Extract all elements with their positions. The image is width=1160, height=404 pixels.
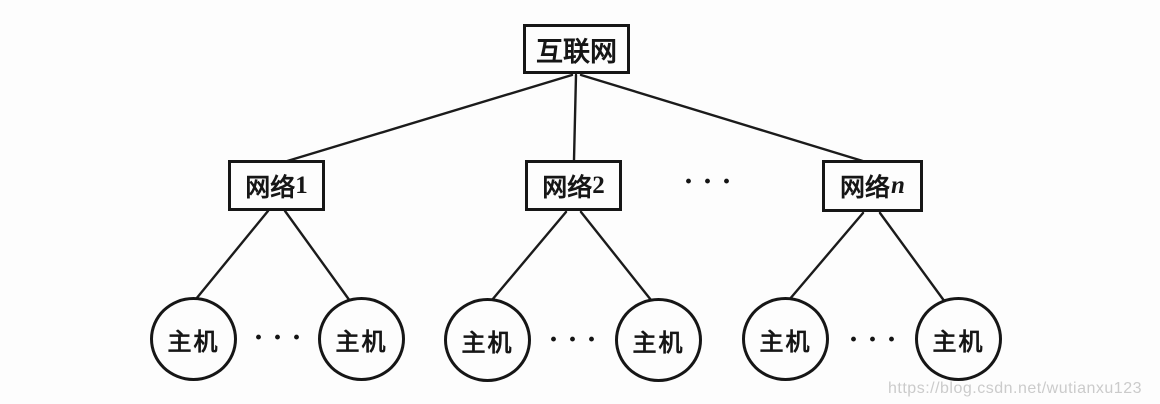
node-network-2-index: 2 [592, 171, 605, 199]
node-network-2-label: 网络 [542, 174, 593, 202]
edge-network1-host1 [194, 209, 270, 301]
edge-internet-network2 [572, 73, 578, 162]
node-host-3-label: 主机 [461, 330, 514, 357]
node-internet: 互联网 [523, 24, 630, 74]
node-host-3: 主机 [444, 298, 531, 382]
edge-network2-host4 [579, 210, 653, 302]
node-internet-label: 互联网 [536, 36, 617, 67]
node-host-6-label: 主机 [932, 329, 985, 356]
node-host-5-label: 主机 [759, 329, 812, 356]
node-network-n-index: n [891, 172, 905, 199]
network-ellipsis: ··· [683, 165, 741, 198]
node-host-6: 主机 [915, 297, 1002, 381]
node-host-1: 主机 [150, 297, 237, 381]
watermark: https://blog.csdn.net/wutianxu123 [888, 380, 1142, 397]
node-host-1-label: 主机 [167, 329, 220, 356]
edge-network1-host2 [283, 209, 352, 303]
node-network-1-index: 1 [295, 171, 308, 199]
node-network-n-label: 网络 [840, 175, 891, 202]
host-ellipsis-2: ··· [548, 323, 606, 356]
edge-internet-networkn [579, 73, 868, 164]
node-host-2: 主机 [318, 297, 405, 381]
edge-network2-host3 [490, 210, 568, 302]
node-host-5: 主机 [742, 297, 829, 381]
node-network-1-label: 网络 [245, 174, 296, 202]
node-host-4-label: 主机 [632, 330, 685, 357]
host-ellipsis-3: ··· [848, 323, 906, 356]
edge-networkn-host6 [878, 211, 947, 304]
edge-internet-network1 [282, 73, 574, 164]
node-host-2-label: 主机 [335, 329, 388, 356]
edge-networkn-host5 [787, 211, 865, 302]
host-ellipsis-1: ··· [253, 321, 311, 354]
node-host-4: 主机 [615, 298, 702, 382]
